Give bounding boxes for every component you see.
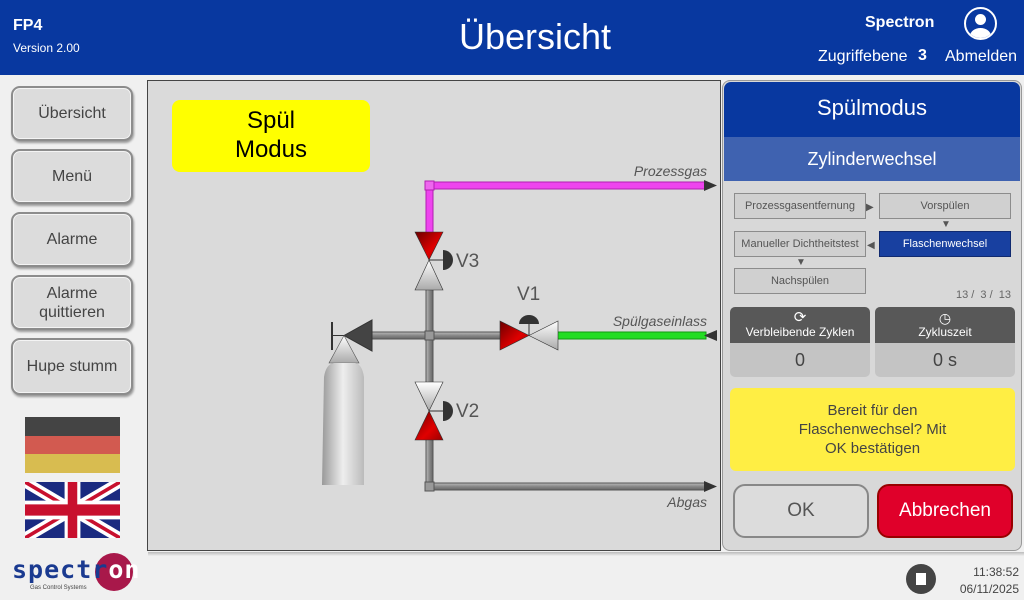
step-pre-purge: Vorspülen xyxy=(879,193,1011,219)
access-level-value: 3 xyxy=(918,47,927,64)
flag-german-button[interactable] xyxy=(25,417,120,473)
nav-mute-horn-button[interactable]: Hupe stumm xyxy=(11,338,133,395)
arrow-left-icon: ◀ xyxy=(867,240,875,251)
nav-overview-button[interactable]: Übersicht xyxy=(11,86,133,141)
purge-inlet-label: Spülgaseinlass xyxy=(612,313,707,329)
flag-uk-button[interactable] xyxy=(22,476,123,544)
arrow-down-icon: ▼ xyxy=(796,257,806,268)
access-level-label: Zugriffebene xyxy=(818,48,908,65)
spectron-logo: spectron Gas Control Systems xyxy=(12,553,141,591)
outlet-arrow-icon xyxy=(704,180,717,191)
valve-v2-icon[interactable] xyxy=(414,381,453,441)
cycle-time-label: Zykluszeit xyxy=(918,325,972,339)
process-gas-line xyxy=(425,180,717,235)
clock-icon: ◷ xyxy=(938,310,952,326)
purge-mode-panel: Spülmodus Zylinderwechsel Prozessgasentf… xyxy=(722,80,1022,551)
remaining-cycles-card: ⟳Verbleibende Zyklen 0 xyxy=(730,307,870,377)
exhaust-label: Abgas xyxy=(667,494,707,510)
clock: 11:38:52 06/11/2025 xyxy=(960,564,1019,598)
panel-title: Spülmodus xyxy=(724,82,1020,137)
time: 11:38:52 xyxy=(973,565,1019,579)
refresh-icon: ⟳ xyxy=(793,309,807,326)
date: 06/11/2025 xyxy=(959,582,1019,596)
step-counter: 13 / 3 / 13 xyxy=(955,289,1011,301)
process-diagram: Spül Modus xyxy=(147,80,721,551)
gas-cylinder-icon xyxy=(322,319,373,485)
panel-subtitle: Zylinderwechsel xyxy=(724,137,1020,181)
v3-label: V3 xyxy=(456,251,480,272)
cycle-time-value: 0 s xyxy=(932,350,957,370)
purge-gas-line xyxy=(555,330,717,341)
inlet-arrow-icon xyxy=(704,330,717,341)
page-title: Übersicht xyxy=(458,16,612,57)
user-icon[interactable] xyxy=(964,7,997,40)
divider xyxy=(148,552,1024,556)
logo-subtitle: Gas Control Systems xyxy=(30,585,87,591)
nav-alarms-button[interactable]: Alarme xyxy=(11,212,133,267)
manual-book-icon[interactable] xyxy=(906,564,936,594)
header: FP4 Version 2.00 Übersicht Spectron Zugr… xyxy=(0,0,1024,75)
arrow-down-icon: ▼ xyxy=(941,219,951,230)
version: Version 2.00 xyxy=(13,41,80,55)
company-name: Spectron xyxy=(865,14,935,31)
confirmation-message: Bereit für den Flaschenwechsel? Mit OK b… xyxy=(730,388,1015,471)
cycle-time-card: ◷Zykluszeit 0 s xyxy=(875,307,1015,377)
step-post-purge: Nachspülen xyxy=(734,268,866,294)
remaining-cycles-label: Verbleibende Zyklen xyxy=(745,325,855,339)
arrow-right-icon: ▶ xyxy=(866,202,874,213)
exhaust-arrow-icon xyxy=(704,481,717,492)
step-process-gas-removal: Prozessgasentfernung xyxy=(734,193,866,219)
v1-label: V1 xyxy=(517,284,541,305)
ok-button[interactable]: OK xyxy=(733,484,869,538)
step-manual-leak-test: Manueller Dichtheitstest xyxy=(734,231,866,257)
remaining-cycles-value: 0 xyxy=(794,350,805,370)
nav-menu-button[interactable]: Menü xyxy=(11,149,133,204)
v2-label: V2 xyxy=(456,401,480,422)
process-gas-label: Prozessgas xyxy=(633,163,707,179)
device-name: FP4 xyxy=(13,17,43,34)
step-cylinder-change: Flaschenwechsel xyxy=(879,231,1011,257)
nav-acknowledge-alarms-button[interactable]: Alarme quittieren xyxy=(11,275,133,330)
cancel-button[interactable]: Abbrechen xyxy=(877,484,1013,538)
mode-badge: Spül Modus xyxy=(172,100,370,172)
valve-v1-icon[interactable] xyxy=(499,315,559,351)
valve-v3-icon[interactable] xyxy=(414,231,453,291)
logout-link[interactable]: Abmelden xyxy=(945,48,1018,65)
